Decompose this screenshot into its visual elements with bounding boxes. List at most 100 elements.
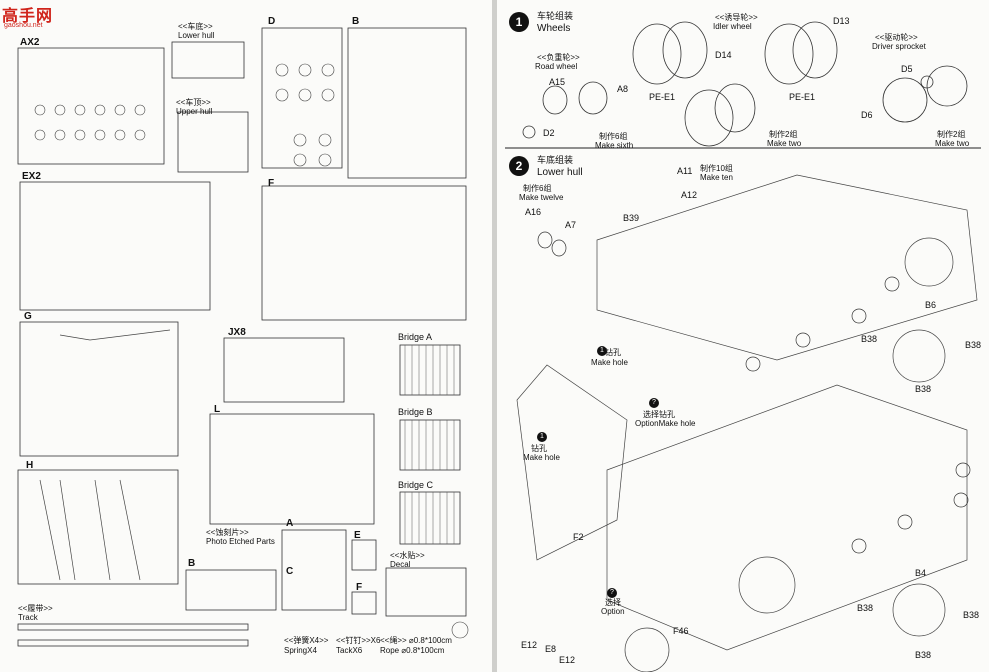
sprue-label: E	[354, 530, 361, 541]
make-twelve-en: Make twelve	[519, 193, 564, 202]
part-label: D6	[861, 110, 873, 120]
make-hole-en: Make hole	[523, 453, 560, 462]
part-label: B38	[915, 650, 932, 660]
sprue-label: G	[24, 311, 32, 322]
part-label: B4	[915, 568, 927, 578]
upper-hull-cn: <<车顶>>	[176, 98, 211, 107]
sprue-label: F	[356, 582, 363, 593]
step2-title-cn: 车底组装	[537, 155, 574, 165]
make-two-cn: 制作2组	[937, 130, 966, 139]
sprue-label: L	[214, 404, 221, 415]
rope-cn: <<绳>> ⌀0.8*100cm	[380, 636, 452, 645]
part-label: B38	[861, 334, 878, 344]
option-cn: 选择	[605, 598, 621, 607]
part-label: A15	[549, 77, 566, 87]
etched-cn: <<蚀刻片>>	[206, 528, 249, 537]
step1-title-cn: 车轮组装	[537, 11, 574, 21]
sprue-label: F	[268, 178, 275, 189]
bridge-label: Bridge C	[398, 480, 434, 490]
option-en: Option	[601, 607, 625, 616]
step-number: 2	[509, 156, 529, 176]
note-icon: 1	[537, 432, 547, 442]
track-en: Track	[18, 613, 38, 622]
part-label: A11	[677, 166, 693, 176]
spring-en: SpringX4	[284, 646, 317, 655]
watermark-logo: 高手网	[2, 8, 54, 25]
part-label: E12	[521, 640, 538, 650]
decal-cn: <<水贴>>	[390, 551, 425, 560]
make-ten-en: Make ten	[700, 173, 733, 182]
road-wheel-en: Road wheel	[535, 62, 578, 71]
sprue-label: D	[268, 16, 276, 27]
option-icon: ?	[649, 398, 659, 408]
lower-hull-en: Lower hull	[178, 31, 215, 40]
spring-cn: <<弹簧X4>>	[284, 636, 329, 645]
make-two-en: Make two	[767, 139, 802, 148]
part-label: E12	[559, 655, 576, 665]
option-make-hole-cn: 选择钻孔	[643, 410, 675, 419]
assembly-page: 1 车轮组装 Wheels <<负重轮>> Road wheel <<诱导轮>>…	[497, 0, 989, 672]
tack-en: TackX6	[336, 646, 363, 655]
part-label: F46	[673, 626, 689, 636]
part-label: B39	[623, 213, 640, 223]
part-label: A7	[565, 220, 577, 230]
sprue-label: AX2	[20, 37, 40, 48]
make-hole-en: Make hole	[591, 358, 628, 367]
make-two-en: Make two	[935, 139, 970, 148]
bridge-label: Bridge A	[398, 332, 433, 342]
part-label: D14	[715, 50, 732, 60]
tack-cn: <<钉钉>>X6	[336, 636, 381, 645]
upper-hull-en: Upper hull	[176, 107, 213, 116]
sprue-label: H	[26, 460, 34, 471]
make-hole-cn: 钻孔	[531, 444, 547, 453]
make-six-cn: 制作6组	[599, 132, 628, 141]
track-cn: <<履带>>	[18, 604, 53, 613]
part-label: PE-E1	[649, 92, 676, 102]
part-label: F2	[573, 532, 584, 542]
option-icon: ?	[607, 588, 617, 598]
idler-wheel-cn: <<诱导轮>>	[715, 13, 758, 22]
make-hole-cn: 钻孔	[605, 348, 621, 357]
option-make-hole-en: OptionMake hole	[635, 419, 696, 428]
part-label: D13	[833, 16, 850, 26]
part-label: B6	[925, 300, 937, 310]
watermark-site: gaoshou.net	[4, 22, 43, 29]
sprue-label: B	[352, 16, 360, 27]
idler-wheel-en: Idler wheel	[713, 22, 752, 31]
road-wheel-cn: <<负重轮>>	[537, 53, 580, 62]
sprue-label: EX2	[22, 171, 41, 182]
part-label: A8	[617, 84, 629, 94]
decal-en: Decal	[390, 560, 411, 569]
part-label: D5	[901, 64, 913, 74]
rope-en: Rope ⌀0.8*100cm	[380, 646, 445, 655]
part-label: E8	[545, 644, 557, 654]
part-label: A12	[681, 190, 698, 200]
part-label: PE-E1	[789, 92, 816, 102]
sprue-label: A	[286, 518, 294, 529]
lower-hull-cn: <<车底>>	[178, 22, 213, 31]
bridge-label: Bridge B	[398, 407, 433, 417]
driver-sprocket-cn: <<驱动轮>>	[875, 33, 918, 42]
sprue-label: B	[188, 558, 196, 569]
driver-sprocket-en: Driver sprocket	[872, 42, 926, 51]
parts-layout-page: 高手网 gaoshou.net	[0, 0, 492, 672]
part-label: D2	[543, 128, 555, 138]
etched-en: Photo Etched Parts	[206, 537, 275, 546]
part-label: B38	[963, 610, 980, 620]
make-two-cn: 制作2组	[769, 130, 798, 139]
make-six-en: Make sixth	[595, 141, 634, 150]
part-label: B38	[915, 384, 932, 394]
make-ten-cn: 制作10组	[700, 164, 733, 173]
sprue-label: JX8	[228, 327, 246, 338]
step-number: 1	[509, 12, 529, 32]
sprue-drawings	[17, 27, 469, 647]
step1-title-en: Wheels	[537, 23, 571, 34]
part-label: B38	[857, 603, 874, 613]
assembly-drawings	[505, 21, 981, 672]
note-icon: 1	[597, 346, 607, 356]
step2-title-en: Lower hull	[537, 167, 583, 178]
part-label: A16	[525, 207, 542, 217]
part-label: B38	[965, 340, 982, 350]
make-twelve-cn: 制作6组	[523, 184, 552, 193]
sprue-label: C	[286, 566, 294, 577]
